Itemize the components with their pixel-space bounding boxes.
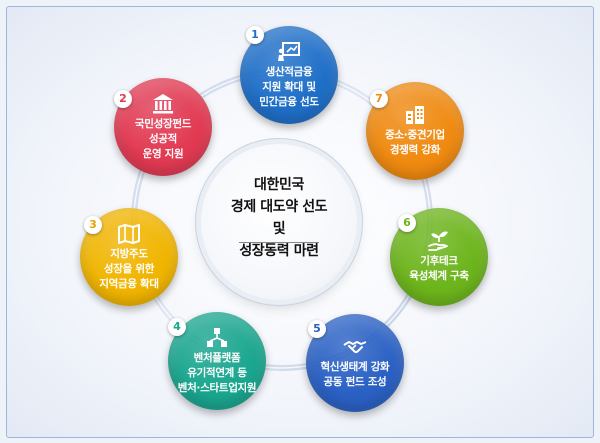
presentation-board-icon — [278, 41, 300, 61]
goal-node-5[interactable]: 혁신생태계 강화 공동 펀드 조성 — [306, 314, 404, 412]
goal-label-3: 지방주도 성장을 위한 지역금융 확대 — [99, 247, 159, 290]
cubes-network-icon — [207, 327, 227, 347]
handshake-icon — [343, 341, 367, 353]
goal-number-3: 3 — [84, 216, 102, 234]
bank-building-icon — [153, 93, 173, 113]
goal-number-4: 4 — [168, 318, 186, 336]
factory-icon — [406, 106, 424, 124]
goal-number-7: 7 — [370, 90, 388, 108]
goal-number-6: 6 — [398, 214, 416, 232]
goal-number-2: 2 — [114, 90, 132, 108]
goal-label-4: 벤처플랫폼 유기적연계 등 벤처·스타트업지원 — [177, 351, 257, 394]
goal-number-5: 5 — [308, 320, 326, 338]
map-icon — [118, 223, 140, 244]
goal-label-2: 국민성장펀드 성공적 운영 지원 — [134, 117, 192, 160]
center-divider — [239, 242, 319, 243]
goal-label-1: 생산적금융 지원 확대 및 민간금융 선도 — [259, 65, 319, 108]
goal-number-1: 1 — [246, 26, 264, 44]
center-title: 대한민국 경제 대도약 선도 및 성장동력 마련 — [230, 177, 328, 259]
goal-label-5: 혁신생태계 강화 공동 펀드 조성 — [320, 361, 390, 388]
center-circle: 대한민국 경제 대도약 선도 및 성장동력 마련 — [201, 144, 357, 300]
goal-label-7: 중소·중견기업 경쟁력 강화 — [385, 129, 445, 156]
plant-hand-icon — [428, 231, 448, 251]
goal-label-6: 기후테크 육성체계 구축 — [409, 255, 469, 282]
goal-node-1[interactable]: 생산적금융 지원 확대 및 민간금융 선도 — [240, 26, 338, 124]
